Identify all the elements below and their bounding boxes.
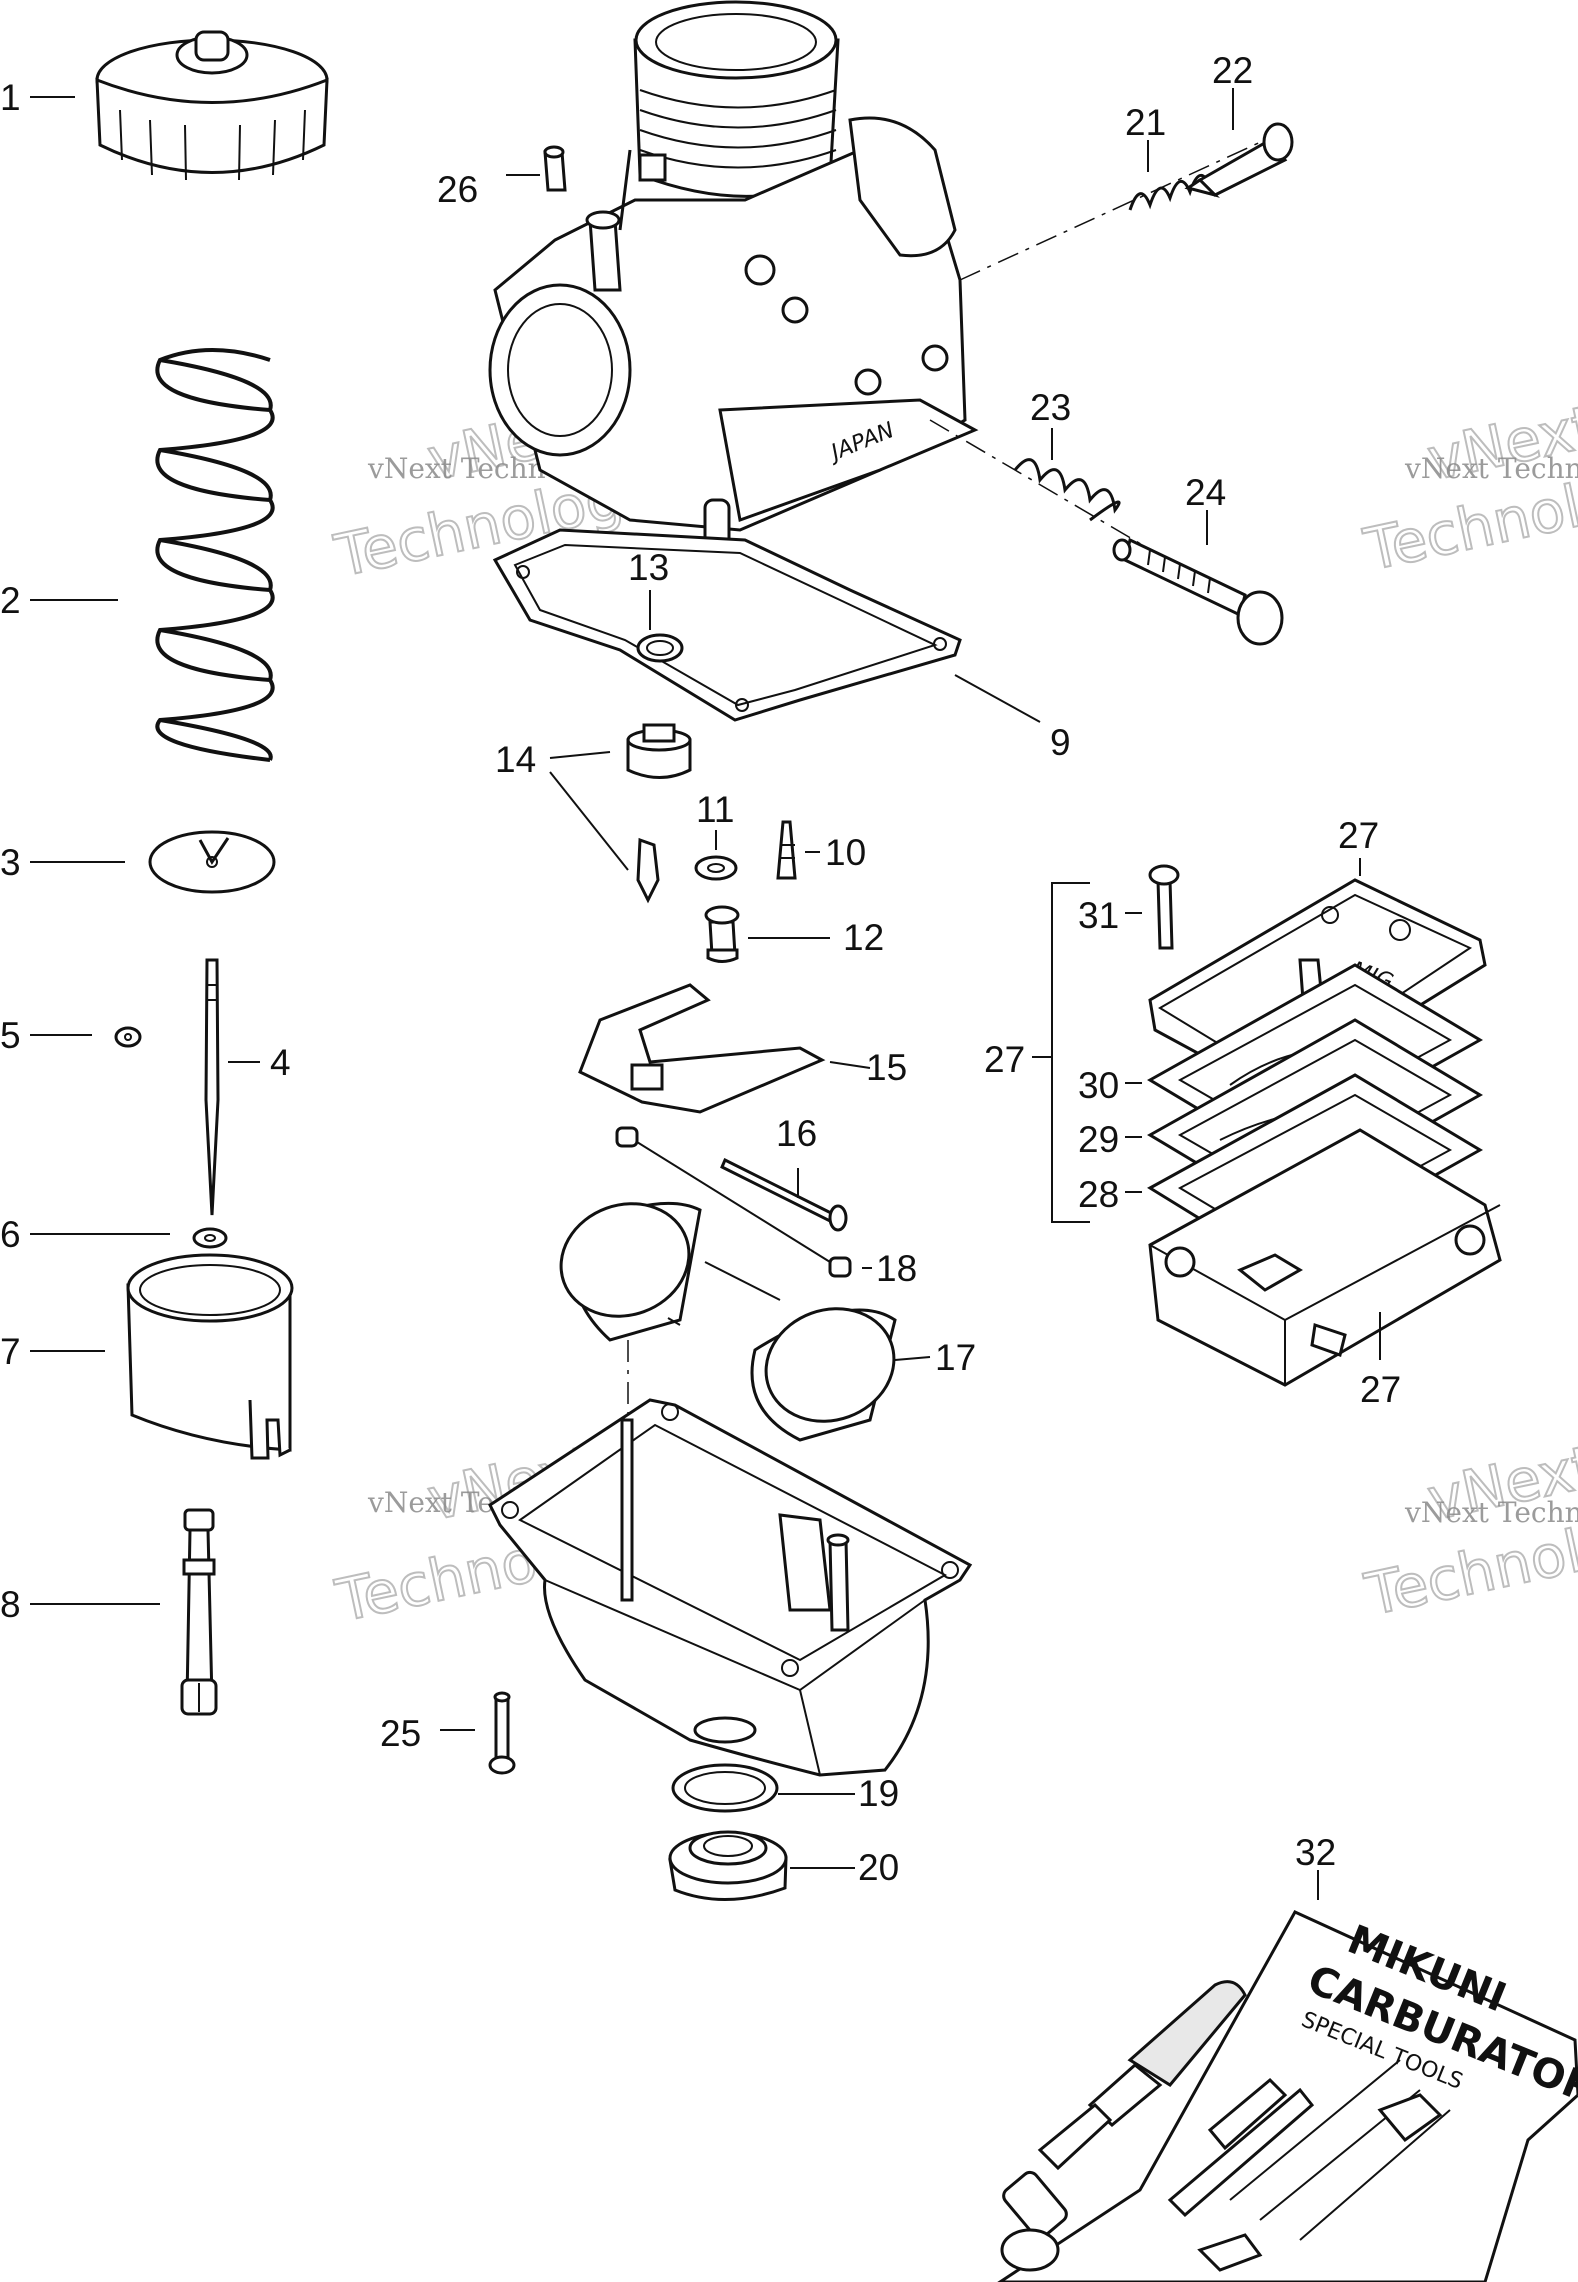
- part-26-vent-nipple: [543, 145, 567, 192]
- part-20-drain-plug: [668, 1830, 788, 1902]
- float-bowl: [488, 1398, 973, 1777]
- callout-25: 25: [380, 1713, 421, 1754]
- part-11-washer: [694, 855, 738, 881]
- callout-16: 16: [776, 1113, 817, 1154]
- callout-29: 29: [1078, 1119, 1119, 1160]
- part-6-washer: [192, 1227, 228, 1249]
- callout-5: 5: [0, 1015, 21, 1056]
- callout-3: 3: [0, 842, 21, 883]
- callout-9: 9: [1050, 722, 1071, 763]
- callout-21: 21: [1125, 102, 1166, 143]
- callout-10: 10: [825, 832, 866, 873]
- part-13-o-ring: [636, 633, 684, 663]
- callout-13: 13: [628, 547, 669, 588]
- callout-24: 24: [1185, 472, 1226, 513]
- part-4-jet-needle: [204, 958, 220, 1216]
- part-17-float-right: [750, 1307, 897, 1442]
- callout-20: 20: [858, 1847, 899, 1888]
- callout-27-bottom: 27: [1360, 1369, 1401, 1410]
- callout-30: 30: [1078, 1065, 1119, 1106]
- carburetor-body: JAPAN: [488, 0, 979, 577]
- part-27-pump-body: [1148, 1128, 1502, 1387]
- callout-32: 32: [1295, 1832, 1336, 1873]
- callout-8: 8: [0, 1584, 21, 1625]
- part-17-float-left: [559, 1201, 702, 1342]
- part-16-float-pin: [720, 1157, 848, 1232]
- part-14-needle-valve: [636, 837, 660, 904]
- part-7-throttle-slide: [126, 1253, 294, 1460]
- callout-11: 11: [696, 789, 734, 830]
- callout-12: 12: [843, 917, 884, 958]
- callout-17: 17: [935, 1337, 976, 1378]
- callout-19: 19: [858, 1773, 899, 1814]
- part-22-air-screw: [1184, 122, 1294, 198]
- part-31-screw: [1148, 864, 1180, 950]
- callout-14: 14: [495, 739, 536, 780]
- part-21-spring: [1128, 174, 1212, 211]
- part-19-o-ring: [671, 1763, 779, 1813]
- callout-1: 1: [0, 77, 21, 118]
- part-14-needle-valve-seat: [626, 723, 692, 779]
- part-2-spring: [155, 348, 275, 762]
- callout-18: 18: [876, 1248, 917, 1289]
- callout-22: 22: [1212, 50, 1253, 91]
- part-5-needle-clip: [114, 1026, 142, 1048]
- callout-2: 2: [0, 580, 21, 621]
- part-32-tool-kit: MIKUNI CARBURATOR SPECIAL TOOLS: [997, 1910, 1578, 2282]
- part-3-clip-plate: [148, 830, 276, 894]
- callout-31: 31: [1078, 895, 1119, 936]
- callout-23: 23: [1030, 387, 1071, 428]
- callout-27-bracket: 27: [984, 1039, 1025, 1080]
- watermark-text-bottom-right: vNext Technologies: [1404, 1496, 1578, 1529]
- part-18-float-pin-collar: [615, 1126, 852, 1278]
- part-24-idle-screw: [1112, 537, 1284, 646]
- part-12-main-jet: [704, 905, 740, 963]
- part-1-cap: [95, 30, 329, 181]
- callout-4: 4: [270, 1042, 291, 1083]
- callout-15: 15: [866, 1047, 907, 1088]
- part-8-needle-jet: [180, 1508, 218, 1716]
- part-15-float-arm: [578, 983, 826, 1114]
- part-10-pilot-jet: [776, 820, 797, 880]
- part-23-spring: [1013, 458, 1121, 522]
- part-9-float-bowl-gasket: [492, 528, 962, 722]
- part-25-screw: [488, 1691, 516, 1775]
- callout-27-top: 27: [1338, 815, 1379, 856]
- watermark-text-top-right: vNext Technologies: [1404, 452, 1578, 485]
- callout-6: 6: [0, 1214, 21, 1255]
- callout-28: 28: [1078, 1174, 1119, 1215]
- callout-26: 26: [437, 169, 478, 210]
- callout-7: 7: [0, 1331, 21, 1372]
